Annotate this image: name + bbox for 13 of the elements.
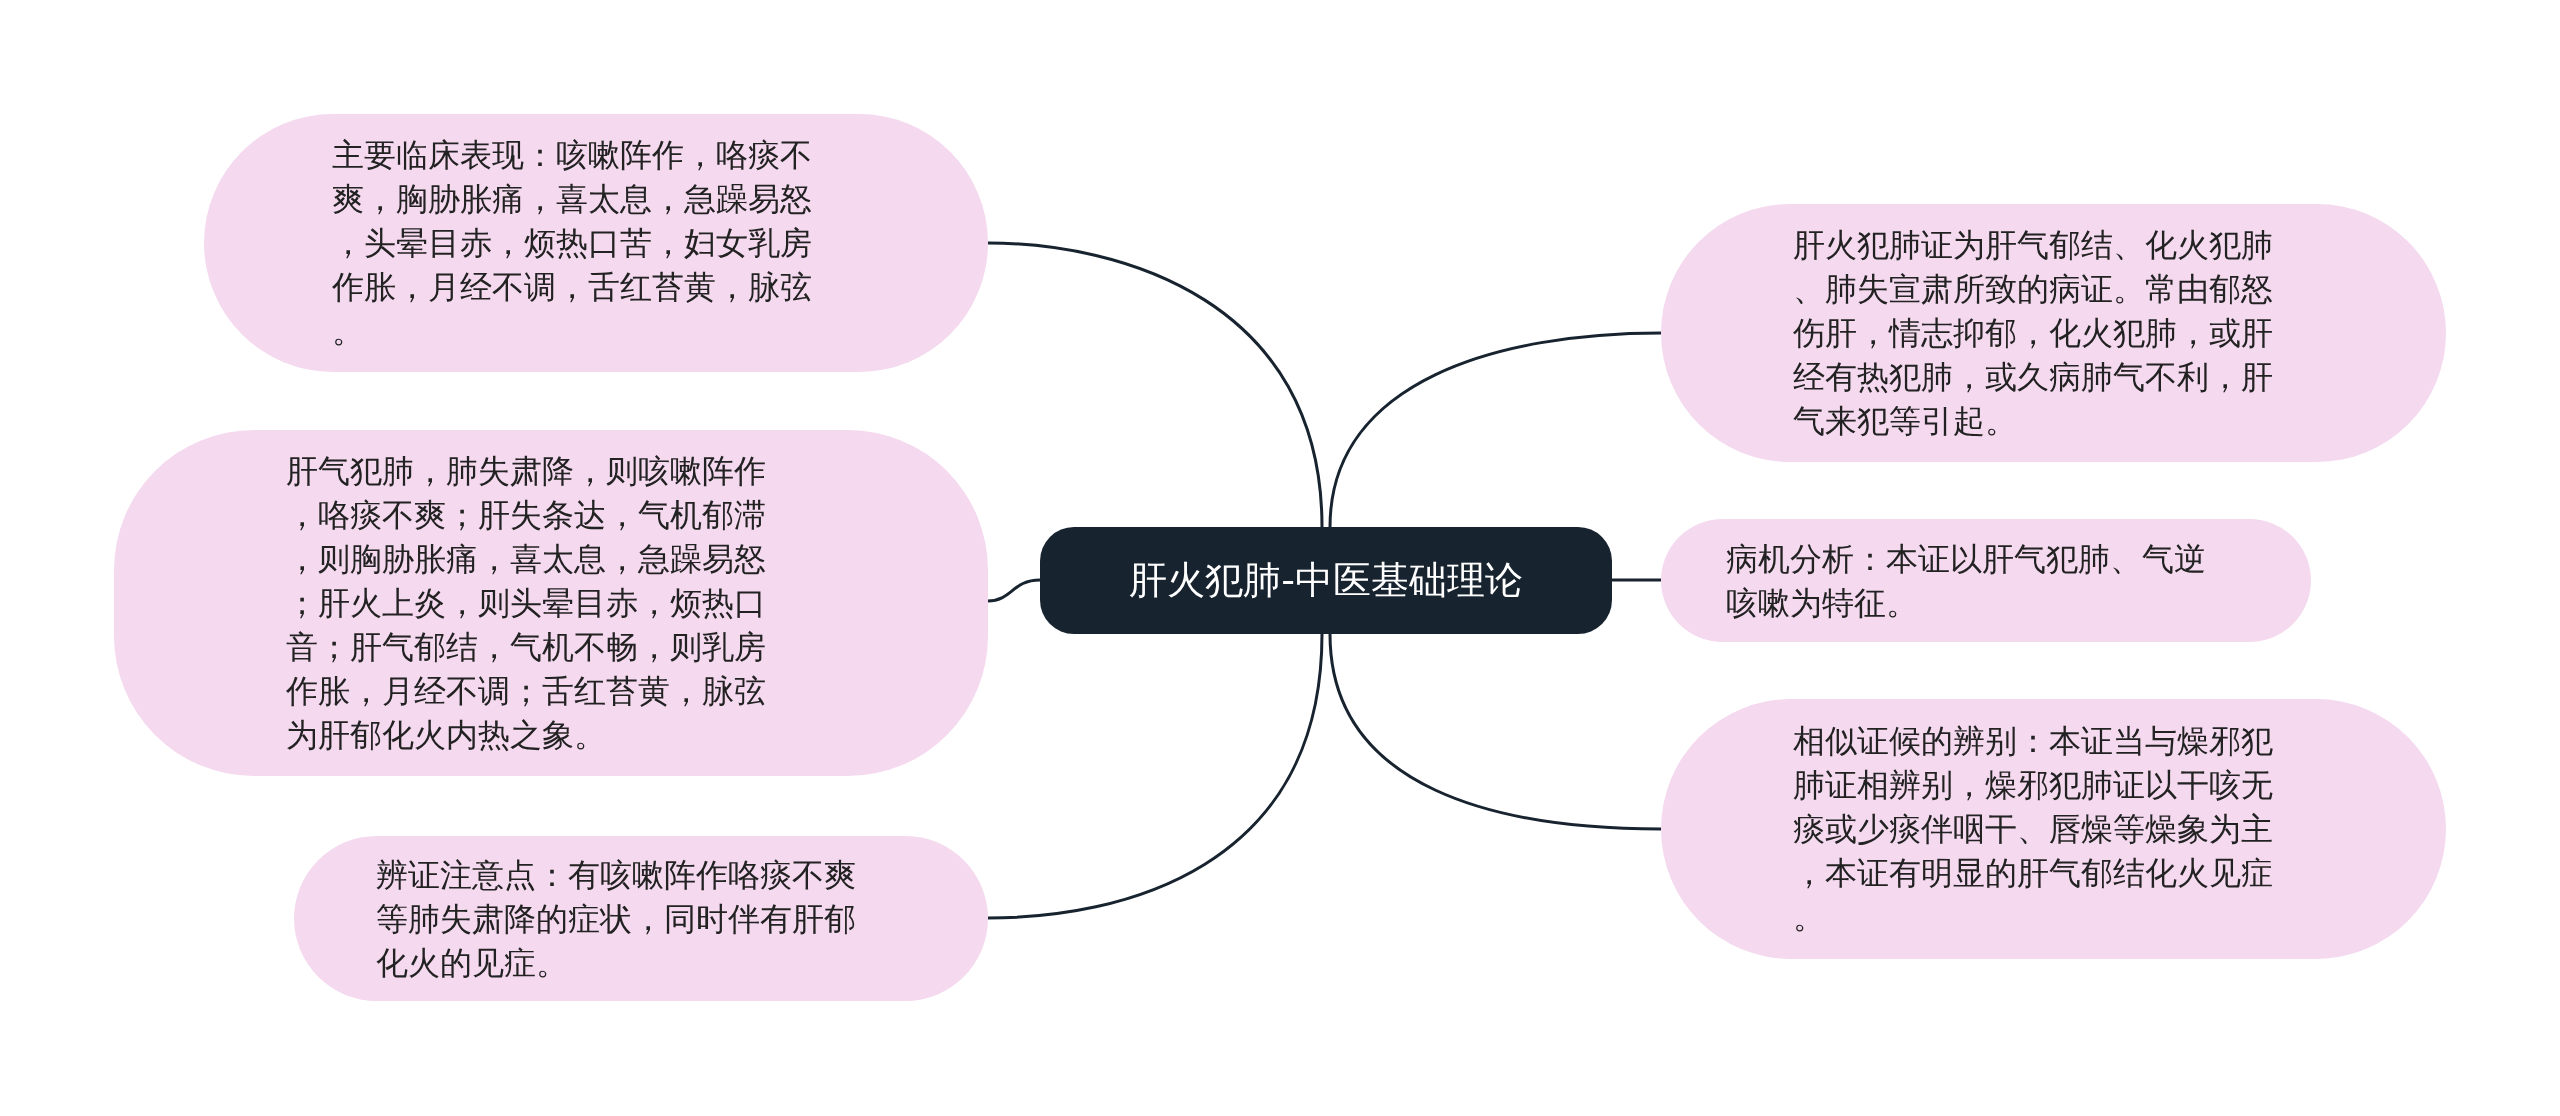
connector-line — [1328, 633, 1662, 831]
connector-line — [987, 241, 1324, 528]
note-box: 病机分析：本证以肝气犯肺、气逆咳嗽为特征。 — [1661, 519, 2311, 642]
note-box: 肝火犯肺证为肝气郁结、化火犯肺、肺失宣肃所致的病证。常由郁怒伤肝，情志抑郁，化火犯肺，或肝经有热犯肺，或久病肺气不利，肝气来犯等引起。 — [1661, 204, 2446, 462]
connector-line — [987, 633, 1324, 920]
note-box: 肝气犯肺，肺失肃降，则咳嗽阵作，咯痰不爽；肝失条达，气机郁滞，则胸胁胀痛，喜太息，急躁易怒；肝火上炎，则头晕目赤，烦热口音；肝气郁结，气机不畅，则乳房作胀，月经不调；舌红苔黄，脉弦为肝郁化火内热之象。 — [114, 430, 988, 776]
note-box: 辨证注意点：有咳嗽阵作咯痰不爽等肺失肃降的症状，同时伴有肝郁化火的见症。 — [294, 836, 988, 1001]
connector-line — [1328, 331, 1662, 528]
connector-line — [987, 578, 1041, 603]
connector-line — [1612, 578, 1661, 582]
topic-box: 肝火犯肺-中医基础理论 — [1040, 527, 1612, 634]
note-box: 相似证候的辨别：本证当与燥邪犯肺证相辨别，燥邪犯肺证以干咳无痰或少痰伴咽干、唇燥等燥象为主，本证有明显的肝气郁结化火见症。 — [1661, 699, 2446, 959]
note-box: 主要临床表现：咳嗽阵作，咯痰不爽，胸胁胀痛，喜太息，急躁易怒，头晕目赤，烦热口苦，妇女乳房作胀，月经不调，舌红苔黄，脉弦。 — [204, 114, 988, 372]
